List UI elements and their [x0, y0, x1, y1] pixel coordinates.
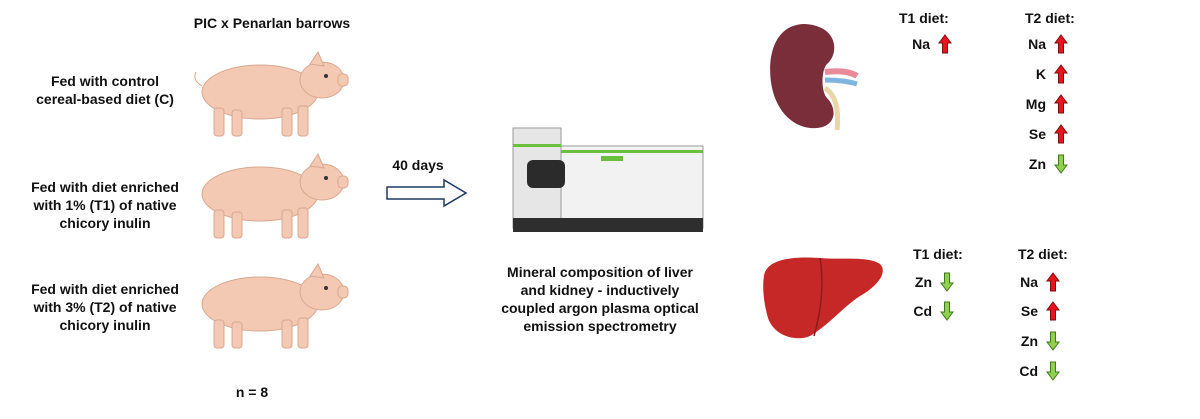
- group-label-control: Fed with control cereal-based diet (C): [36, 73, 174, 107]
- element-label: Cd: [1019, 363, 1038, 379]
- arrow-up-icon: [938, 34, 952, 54]
- arrow-down-icon: [1046, 361, 1060, 381]
- arrow-down-icon: [1054, 154, 1068, 174]
- liver-t2-item: Cd: [1016, 361, 1060, 381]
- liver-t2-title: T2 diet:: [1018, 246, 1068, 262]
- process-arrow: [386, 178, 468, 208]
- element-label: Mg: [1025, 96, 1046, 112]
- element-label: Se: [1020, 303, 1038, 319]
- arrow-up-icon: [1054, 124, 1068, 144]
- element-label: Zn: [914, 274, 932, 290]
- liver-t2-item: Na: [1016, 272, 1060, 292]
- liver-t2-item: Se: [1016, 301, 1060, 321]
- pig-illustration-t2: [201, 262, 349, 349]
- group-label-t2: Fed with diet enriched with 3% (T2) of n…: [31, 281, 179, 333]
- arrow-up-icon: [1054, 94, 1068, 114]
- arrow-up-icon: [1054, 34, 1068, 54]
- element-label: Se: [1028, 126, 1046, 142]
- element-label: Na: [1028, 36, 1046, 52]
- kidney-icon: [770, 24, 859, 131]
- liver-t2-item: Zn: [1016, 331, 1060, 351]
- kidney-t2-item: Zn: [1024, 154, 1068, 174]
- element-label: Na: [1020, 274, 1038, 290]
- arrow-up-icon: [1054, 64, 1068, 84]
- liver-t1-title: T1 diet:: [913, 246, 963, 262]
- arrow-down-icon: [1046, 331, 1060, 351]
- sample-size: n = 8: [235, 384, 269, 400]
- kidney-t2-item: Se: [1024, 124, 1068, 144]
- arrow-up-icon: [1046, 301, 1060, 321]
- pig-illustration-control: [194, 50, 349, 137]
- element-label: Na: [912, 36, 930, 52]
- pig-illustration-t1: [201, 152, 349, 239]
- kidney-t2-item: Mg: [1024, 94, 1068, 114]
- kidney-t2-item: Na: [1024, 34, 1068, 54]
- liver-icon: [763, 257, 883, 339]
- arrow-up-icon: [1046, 272, 1060, 292]
- element-label: K: [1035, 66, 1046, 82]
- liver-t1-item: Cd: [910, 301, 954, 321]
- page-title: PIC x Penarlan barrows: [193, 15, 351, 31]
- kidney-t2-item: K: [1024, 64, 1068, 84]
- kidney-t2-title: T2 diet:: [1025, 10, 1075, 26]
- element-label: Zn: [1020, 333, 1038, 349]
- duration-label: 40 days: [392, 157, 444, 173]
- kidney-t1-item: Na: [908, 34, 952, 54]
- method-description: Mineral composition of liver and kidney …: [501, 264, 699, 334]
- kidney-t1-title: T1 diet:: [899, 10, 949, 26]
- spectrometer-icon: [512, 127, 704, 232]
- element-label: Zn: [1028, 156, 1046, 172]
- element-label: Cd: [913, 303, 932, 319]
- group-label-t1: Fed with diet enriched with 1% (T1) of n…: [31, 179, 179, 231]
- liver-t1-item: Zn: [910, 272, 954, 292]
- arrow-down-icon: [940, 301, 954, 321]
- arrow-down-icon: [940, 272, 954, 292]
